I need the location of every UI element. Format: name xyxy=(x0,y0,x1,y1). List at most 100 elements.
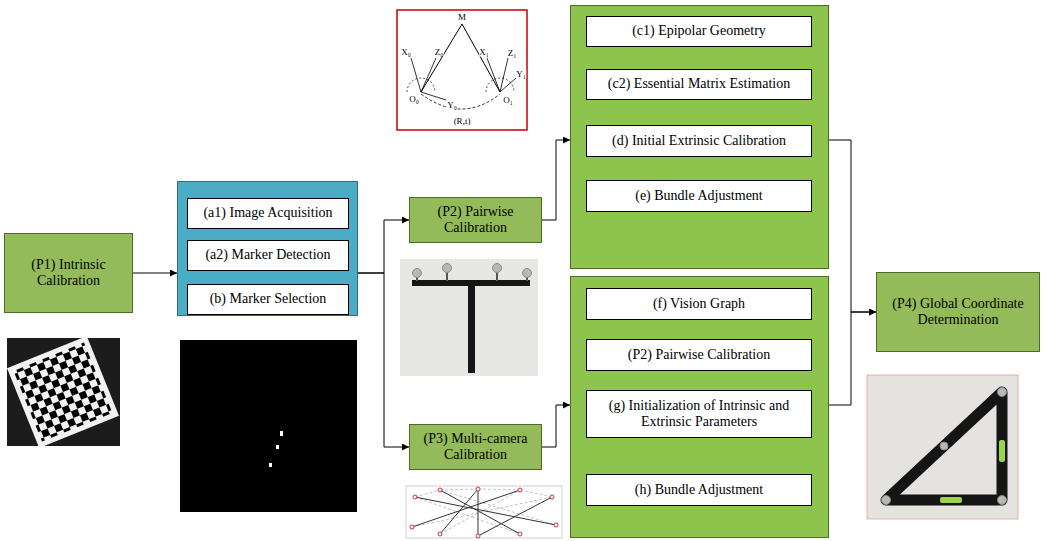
photo-background xyxy=(7,338,120,446)
process-box: (c1) Epipolar Geometry xyxy=(586,16,812,47)
graph-weak-links xyxy=(412,489,556,534)
wand-marker xyxy=(443,264,452,273)
camera-axis xyxy=(421,58,436,92)
graph-vertex xyxy=(438,532,442,536)
graph-link xyxy=(440,490,520,534)
level-vial xyxy=(940,497,962,503)
process-box: (P1) Intrinsic Calibration xyxy=(4,233,133,313)
level-vial xyxy=(999,440,1005,462)
process-box: (e) Bundle Adjustment xyxy=(586,180,812,212)
wand-marker xyxy=(413,269,422,278)
transform-curve xyxy=(421,94,500,109)
camera-axis xyxy=(487,58,500,92)
node-text: (P2) Pairwise Calibration xyxy=(410,204,541,236)
connector-arrow xyxy=(133,273,177,274)
graph-link xyxy=(440,490,520,534)
camera-axis xyxy=(421,92,446,100)
connector-arrow xyxy=(358,273,409,447)
node-text: (P4) Global Coordinate Determination xyxy=(877,296,1039,328)
marker-dot xyxy=(269,463,272,467)
projection-ray xyxy=(462,24,500,92)
process-box: (c2) Essential Matrix Estimation xyxy=(586,69,812,100)
graph-vertex xyxy=(438,488,442,492)
node-text: (P1) Intrinsic Calibration xyxy=(5,257,132,289)
graph-vertex xyxy=(518,532,522,536)
connector-arrow xyxy=(358,220,409,273)
frame-marker xyxy=(998,388,1007,397)
graph-vertices xyxy=(410,487,558,538)
wand-post xyxy=(496,272,498,281)
camera-axis xyxy=(500,58,508,92)
camera-arc xyxy=(407,78,435,92)
graph-link xyxy=(440,490,556,525)
graph-vertex xyxy=(554,523,558,527)
marker-image xyxy=(180,340,357,512)
camera-axis xyxy=(411,58,421,92)
graph-link xyxy=(415,497,556,525)
graph-vertex xyxy=(413,495,417,499)
graph-link xyxy=(412,490,520,527)
graph-link xyxy=(520,490,552,497)
process-box: (P2) Pairwise Calibration xyxy=(586,339,812,371)
node-text: (h) Bundle Adjustment xyxy=(629,482,769,498)
marker-dot xyxy=(280,431,283,436)
graph-link xyxy=(478,489,520,490)
process-box: (g) Initialization of Intrinsic and Extr… xyxy=(586,390,812,438)
graph-vertex xyxy=(476,534,480,538)
node-text: (a1) Image Acquisition xyxy=(197,205,338,221)
triangle-photo xyxy=(867,375,1018,519)
axis-label: Z₀ xyxy=(435,48,444,57)
axis-label: (R,t) xyxy=(454,117,471,126)
group-box: (f) Vision Graph (P2) Pairwise Calibratio… xyxy=(570,276,829,538)
process-box: (h) Bundle Adjustment xyxy=(586,474,812,506)
marker-dot xyxy=(276,445,279,449)
axis-label: O₀ xyxy=(409,95,419,104)
process-box: (a1) Image Acquisition xyxy=(187,198,349,229)
process-box: (d) Initial Extrinsic Calibration xyxy=(586,125,812,157)
graph-link xyxy=(478,489,479,536)
graph-link xyxy=(412,497,552,527)
node-text: (d) Initial Extrinsic Calibration xyxy=(606,133,792,149)
node-text: (f) Vision Graph xyxy=(647,296,751,312)
graph-link xyxy=(478,497,552,536)
node-text: (c2) Essential Matrix Estimation xyxy=(602,76,796,92)
node-text: (a2) Marker Detection xyxy=(199,247,336,263)
camera-arc xyxy=(486,78,514,92)
checkerboard xyxy=(7,336,119,448)
graph-vertex xyxy=(518,488,522,492)
axis-label: O₁ xyxy=(503,96,513,105)
graph-link xyxy=(440,489,478,490)
connector-arrow xyxy=(542,140,570,220)
axis-label: X₁ xyxy=(479,48,489,57)
l-frame xyxy=(886,392,1002,500)
process-box: (f) Vision Graph xyxy=(586,288,812,320)
process-box: (a2) Marker Detection xyxy=(187,240,349,271)
node-text: (e) Bundle Adjustment xyxy=(629,188,769,204)
frame-marker xyxy=(998,496,1007,505)
checkerboard-board xyxy=(7,336,119,448)
projection-ray xyxy=(421,24,462,92)
graph-link xyxy=(415,497,520,534)
graph-link xyxy=(440,489,478,534)
graph-link xyxy=(415,490,440,497)
graph-vertex xyxy=(476,487,480,491)
frame-marker xyxy=(940,442,948,450)
node-text: (P3) Multi-camera Calibration xyxy=(410,431,541,463)
epipolar-frame xyxy=(397,10,527,130)
wand-stem xyxy=(468,283,475,373)
process-box: (P3) Multi-camera Calibration xyxy=(409,424,542,470)
checkerboard-pattern xyxy=(14,343,113,442)
group-box: (a1) Image Acquisition (a2) Marker Detect… xyxy=(177,181,358,316)
node-text: (b) Marker Selection xyxy=(204,291,333,307)
axis-label: Y₁ xyxy=(516,70,526,79)
process-box: (P4) Global Coordinate Determination xyxy=(876,272,1040,352)
wand-photo xyxy=(400,259,538,376)
graph-vertex xyxy=(410,525,414,529)
wand-post xyxy=(446,272,448,281)
wand-marker xyxy=(523,269,532,278)
wand-marker xyxy=(493,264,502,273)
frame-marker xyxy=(882,496,891,505)
axis-label: M xyxy=(458,13,466,22)
graph-vertex xyxy=(550,495,554,499)
group-box: (c1) Epipolar Geometry (c2) Essential Mat… xyxy=(570,5,829,269)
